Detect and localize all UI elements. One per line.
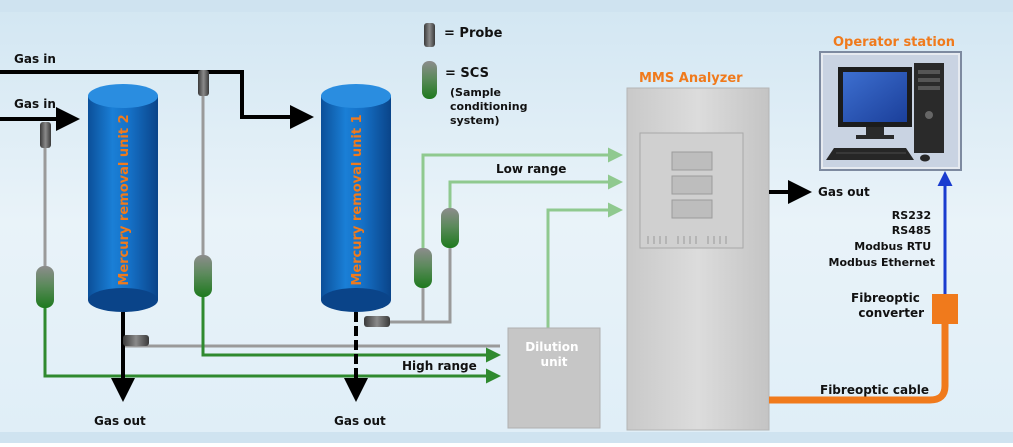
high-range-lines xyxy=(43,295,501,384)
low-range-lines xyxy=(421,147,623,330)
probe-icon xyxy=(364,316,390,327)
low-range-label: Low range xyxy=(496,162,566,176)
analyzer-vents xyxy=(647,236,727,244)
monitor-icon xyxy=(838,67,912,139)
operator-station xyxy=(819,51,962,171)
analyzer-display-panel xyxy=(671,151,713,219)
fibreoptic-converter xyxy=(932,294,958,324)
converter-label-line: converter xyxy=(858,306,924,320)
probe-legend-label: = Probe xyxy=(444,26,503,41)
computer-tower-icon xyxy=(914,63,944,153)
scs-icon xyxy=(36,266,54,308)
protocol-item: Modbus RTU xyxy=(854,240,931,253)
scs-description-line: conditioning xyxy=(450,100,527,113)
gas-in-top-label: Gas in xyxy=(14,52,56,66)
scs-description-line: system) xyxy=(450,114,499,127)
mouse-icon xyxy=(920,154,930,162)
low-range-scs-tube xyxy=(390,246,452,324)
mms-analyzer-cabinet xyxy=(626,87,770,431)
dilution-unit: Dilution unit xyxy=(507,327,601,429)
protocol-item: Modbus Ethernet xyxy=(829,256,936,269)
gas-in-left-label: Gas in xyxy=(14,97,56,111)
probe-icon xyxy=(123,335,149,346)
probe-legend-icon xyxy=(424,23,435,47)
scs-icon xyxy=(441,208,459,248)
mercury-removal-unit-2: Mercury removal unit 2 xyxy=(88,84,158,312)
fibreoptic-cable-label: Fibreoptic cable xyxy=(820,383,929,397)
protocol-item: RS232 xyxy=(892,209,931,222)
converter-label-line: Fibreoptic xyxy=(851,291,920,305)
scs-description: (Sample conditioning system) xyxy=(450,86,531,127)
unit-2-label: Mercury removal unit 2 xyxy=(117,114,132,285)
high-range-label: High range xyxy=(402,359,477,373)
keyboard-icon xyxy=(826,148,914,160)
probe-icon xyxy=(198,70,209,96)
scs-legend-icon xyxy=(422,61,437,99)
mercury-removal-unit-1: Mercury removal unit 1 xyxy=(321,84,391,312)
gas-out-analyzer-label: Gas out xyxy=(818,185,870,199)
fibreoptic-converter-label: Fibreoptic converter xyxy=(851,291,924,320)
legend: = Probe = SCS (Sample conditioning syste… xyxy=(422,23,531,127)
scs-icon xyxy=(414,248,432,288)
unit-1-label: Mercury removal unit 1 xyxy=(350,114,365,285)
analyzer-title: MMS Analyzer xyxy=(639,71,743,86)
scs-description-line: (Sample xyxy=(450,86,501,99)
probe-icon xyxy=(40,122,51,148)
protocol-list: RS232 RS485 Modbus RTU Modbus Ethernet xyxy=(829,209,936,269)
gas-out-unit-1-label: Gas out xyxy=(334,414,386,428)
dilution-unit-label: Dilution unit xyxy=(525,340,583,369)
protocol-item: RS485 xyxy=(892,224,931,237)
dilution-unit-label-line: Dilution xyxy=(525,340,578,354)
fibreoptic-cable xyxy=(769,322,949,404)
operator-station-title: Operator station xyxy=(833,35,955,50)
gas-in-top-line xyxy=(0,70,314,129)
scs-legend-label: = SCS xyxy=(445,66,489,81)
gas-out-unit-2-label: Gas out xyxy=(94,414,146,428)
dilution-unit-label-line: unit xyxy=(541,355,568,369)
scs-icon xyxy=(194,255,212,297)
